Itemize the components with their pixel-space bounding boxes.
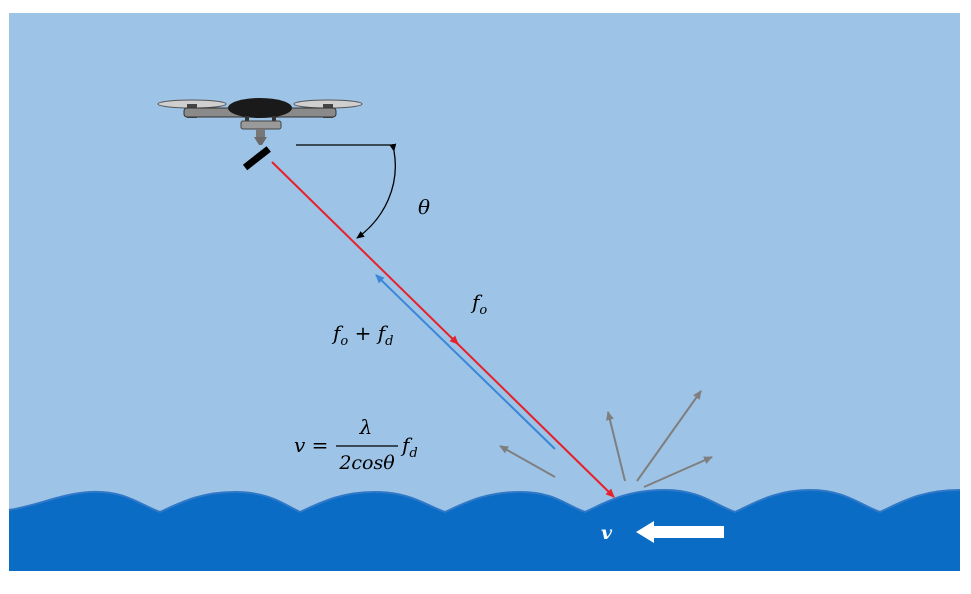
radar-antenna-icon: [242, 146, 271, 171]
transmit-beam-mid-arrow: [449, 335, 459, 345]
scatter-arrow: [636, 390, 702, 482]
transmit-beam: [271, 161, 615, 498]
formula-denominator: 2cosθ: [338, 452, 395, 474]
arrow-left-icon: [636, 521, 724, 543]
sky-background: [9, 13, 960, 571]
drone-icon: [157, 98, 363, 145]
scatter-arrow: [643, 456, 713, 488]
scatter-arrow: [606, 411, 626, 482]
return-beam: [375, 274, 556, 450]
scatter-arrows: [499, 390, 713, 488]
scatter-arrow: [499, 445, 556, 478]
sea: [8, 488, 961, 571]
angle-arc: [356, 143, 397, 239]
formula-numerator: λ: [359, 415, 373, 439]
angle-label: θ: [418, 195, 430, 219]
wave-crest-line: [8, 488, 961, 514]
current-velocity-label: v: [601, 522, 613, 544]
return-frequency-label: fo + fd: [331, 321, 393, 349]
formula-lhs: v =: [294, 433, 328, 457]
sea-waves: [9, 490, 960, 571]
